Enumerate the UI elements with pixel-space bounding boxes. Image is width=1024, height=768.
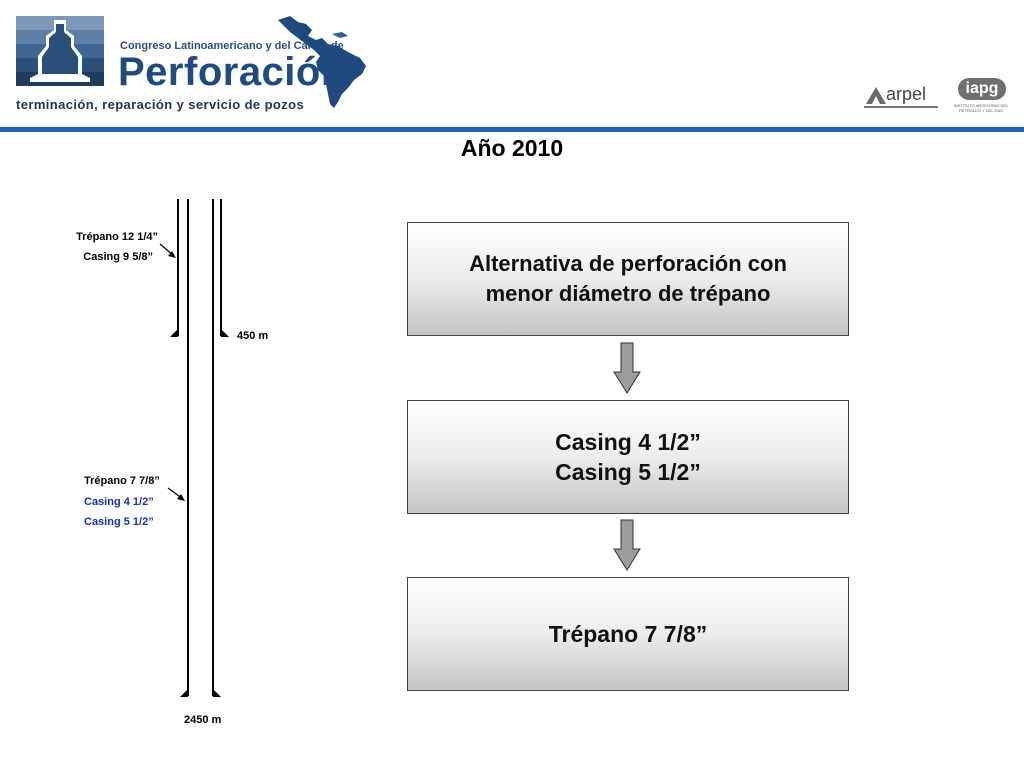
derrick-silhouette-icon: [30, 20, 90, 82]
slide-title: Año 2010: [460, 135, 564, 161]
tagline: terminación, reparación y servicio de po…: [16, 97, 305, 112]
well-schematic: [159, 199, 229, 697]
upper-depth-label: 450 m: [237, 330, 269, 342]
lower-bit-label: Trépano 7 7/8”: [84, 475, 160, 487]
bottom-depth-label: 2450 m: [184, 714, 222, 726]
flow-box-bit-text: Trépano 7 7/8”: [548, 620, 708, 647]
brand-word: Perforación: [118, 50, 346, 94]
flow-box-alternative-line1: Alternativa de perforación con: [469, 251, 787, 276]
flow-box-alternative: Alternativa de perforación con menor diá…: [407, 222, 849, 336]
upper-casing-label: Casing 9 5/8”: [83, 251, 153, 263]
flow-box-casing-line1: Casing 4 1/2”: [555, 429, 701, 455]
down-arrow-icon: [613, 519, 641, 571]
flow-box-casing-line2: Casing 5 1/2”: [555, 459, 701, 485]
iapg-logo: iapg INSTITUTO ARGENTINO DEL PETRÓLEO Y …: [952, 78, 1010, 120]
iapg-logo-subtext: INSTITUTO ARGENTINO DEL PETRÓLEO Y DEL G…: [953, 103, 1009, 113]
flow-box-casing: Casing 4 1/2” Casing 5 1/2”: [407, 400, 849, 514]
flow-box-alternative-line2: menor diámetro de trépano: [485, 281, 771, 306]
latin-america-map-icon: [278, 16, 366, 108]
lower-casing-label-2: Casing 5 1/2”: [84, 516, 154, 528]
congress-line: Congreso Latinoamericano y del Caribe de: [120, 40, 344, 52]
congress-logo: [16, 16, 104, 86]
lower-casing-label-1: Casing 4 1/2”: [84, 496, 154, 508]
arpel-mark-icon: [866, 87, 886, 104]
iapg-logo-text: iapg: [965, 80, 999, 97]
upper-bit-label: Trépano 12 1/4”: [76, 231, 158, 243]
arpel-logo: arpel: [864, 82, 940, 110]
down-arrow-icon: [613, 342, 641, 394]
arpel-logo-text: arpel: [886, 84, 927, 104]
flow-box-bit: Trépano 7 7/8”: [407, 577, 849, 691]
header-rule: [0, 127, 1024, 132]
